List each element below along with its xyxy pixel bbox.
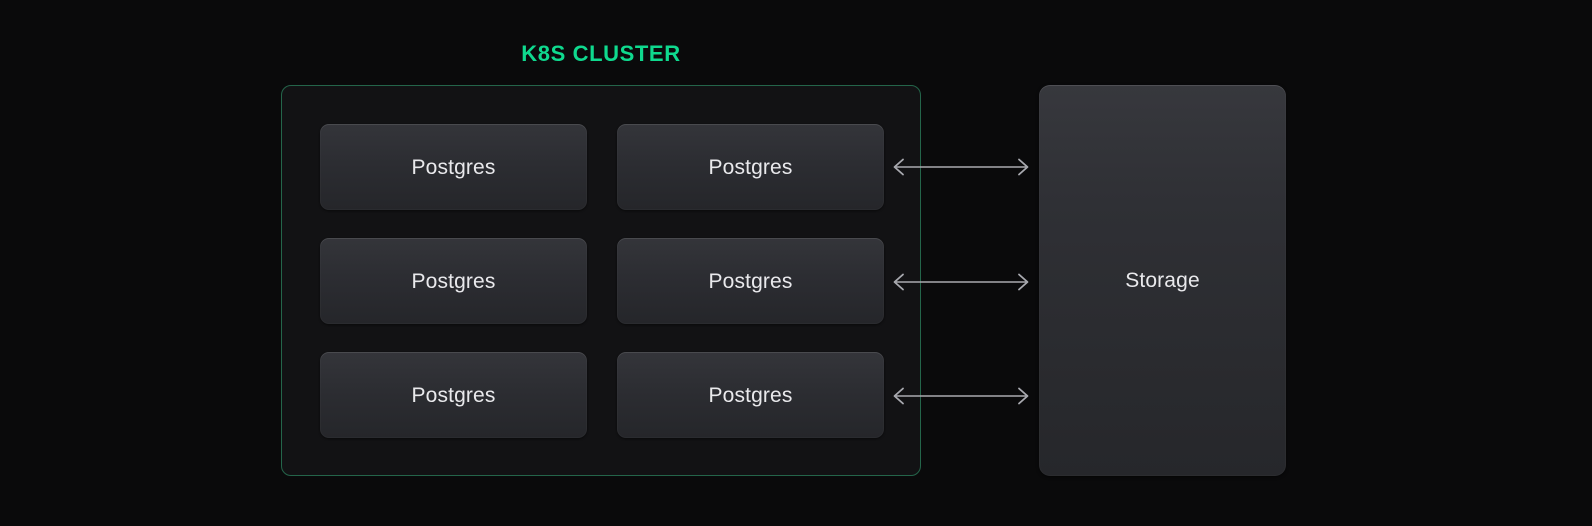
postgres-node-label: Postgres [708, 269, 793, 293]
postgres-node[interactable]: Postgres [617, 352, 884, 438]
postgres-node[interactable]: Postgres [320, 238, 587, 324]
storage-node-label: Storage [1125, 269, 1200, 292]
postgres-node-label: Postgres [411, 383, 496, 407]
postgres-node[interactable]: Postgres [617, 124, 884, 210]
postgres-node-label: Postgres [411, 155, 496, 179]
cluster-title: K8S CLUSTER [521, 41, 681, 66]
postgres-node[interactable]: Postgres [320, 124, 587, 210]
storage-node[interactable]: Storage [1039, 85, 1286, 476]
postgres-node-label: Postgres [708, 383, 793, 407]
postgres-node-grid: Postgres Postgres Postgres Postgres Post… [320, 124, 884, 439]
postgres-node-label: Postgres [708, 155, 793, 179]
postgres-node-label: Postgres [411, 269, 496, 293]
postgres-node[interactable]: Postgres [320, 352, 587, 438]
postgres-node[interactable]: Postgres [617, 238, 884, 324]
